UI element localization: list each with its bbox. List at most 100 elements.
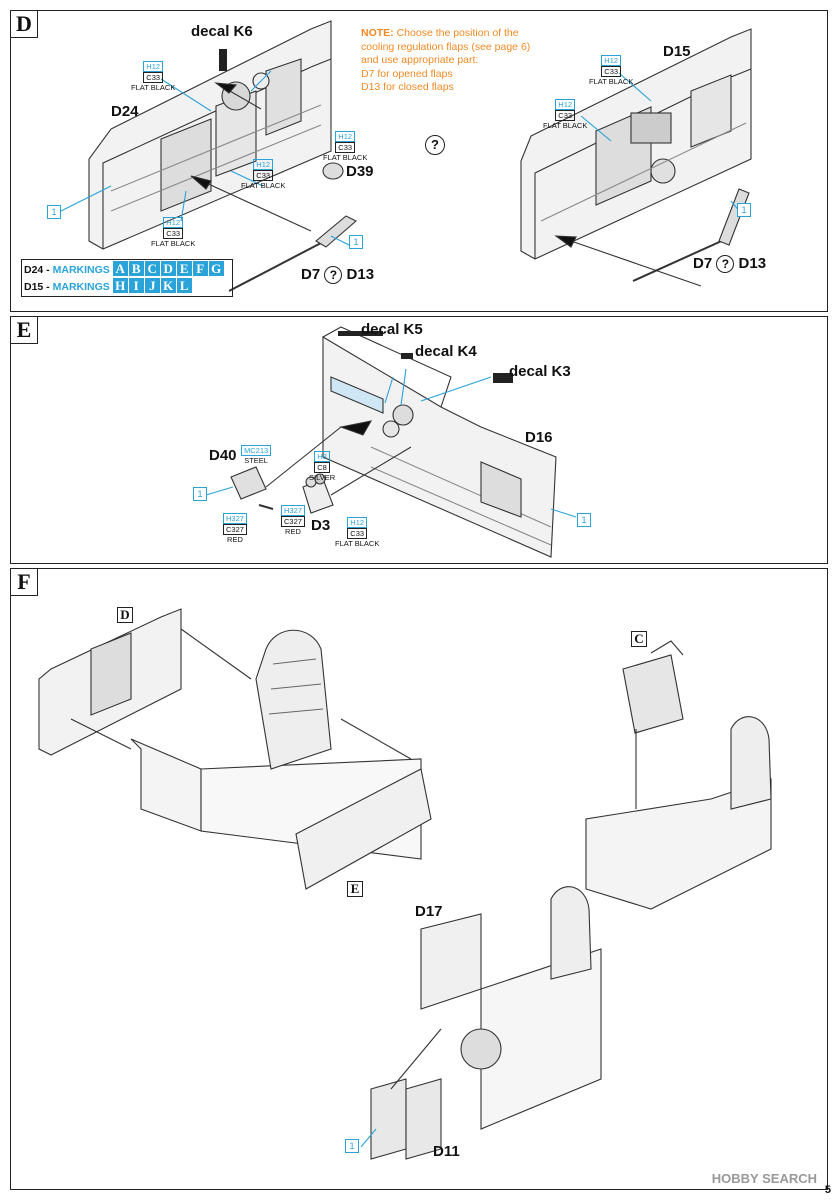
quantity-badge: 1 [737,203,751,217]
d7-label: D7 [693,255,713,272]
marking-code: F [192,261,208,276]
paint-h-code: H12 [555,99,576,110]
marking-code: L [176,278,192,293]
d7-label: D7 [301,266,321,283]
paint-name: FLAT BLACK [131,83,176,92]
d13-label: D13 [346,266,375,283]
step-d-illustration [60,20,752,292]
step-d-panel: D [10,10,828,312]
paint-h-code: H327 [223,513,247,524]
paint-name: SILVER [309,473,336,482]
paint-h-code: H12 [347,517,368,528]
paint-c-code: C327 [223,524,247,535]
note-line: D13 for closed flaps [361,81,454,93]
paint-c-code: C33 [163,228,184,239]
paint-h-code: MC213 [241,445,272,456]
markings-table [21,259,233,297]
d40-label: D40 [209,447,237,464]
step-d-badge: D [11,11,38,38]
paint-name: FLAT BLACK [151,239,196,248]
paint-c-code: C8 [314,462,330,473]
paint-h-code: H12 [143,61,164,72]
paint-h-code: H12 [601,55,622,66]
note-line: Choose the position of the [393,27,519,39]
paint-c-code: C33 [253,170,274,181]
paint-name: RED [227,535,243,544]
note-line: cooling regulation flaps (see page 6) [361,40,531,53]
cooling-flaps-note: NOTE: Choose the position of the cooling… [361,27,530,95]
marking-code: I [128,278,144,293]
step-e-panel: E [10,316,828,564]
decal-k6-label: decal K6 [191,23,253,40]
paint-c-code: C33 [347,528,368,539]
markings-label: MARKINGS [52,281,110,293]
paint-h-code: H327 [281,505,305,516]
note-heading: NOTE: [361,27,394,39]
step-e-badge: E [11,317,38,344]
paint-h-code: H12 [335,131,356,142]
marking-code: G [208,261,224,276]
paint-callout: H12 C33 FLAT BLACK [151,217,195,248]
paint-callout: H12 C33 FLAT BLACK [589,55,633,86]
decal-k5-label: decal K5 [361,321,423,338]
hobby-search-watermark: HOBBY SEARCH [711,1171,817,1186]
step-f-panel: F [10,568,828,1190]
paint-name: FLAT BLACK [241,181,286,190]
marking-code: C [144,261,160,276]
d15-label: D15 [663,43,691,60]
subassembly-d-label: D [117,607,133,623]
quantity-badge: 1 [193,487,207,501]
paint-callout-red: H327 C327 RED [281,505,305,536]
option-icon: ? [324,266,343,284]
page-number: 5 [824,1184,831,1196]
paint-callout: H12 C33 FLAT BLACK [543,99,587,130]
d17-label: D17 [415,903,443,920]
paint-c-code: C33 [335,142,356,153]
marking-code: E [176,261,192,276]
d7-d13-left: D7 ? D13 [301,266,374,284]
paint-callout-steel: MC213 STEEL [241,445,272,465]
paint-name: FLAT BLACK [323,153,368,162]
paint-h-code: H12 [163,217,184,228]
paint-h-code: H8 [314,451,330,462]
d16-label: D16 [525,429,553,446]
subassembly-c-label: C [631,631,647,647]
quantity-badge: 1 [349,235,363,249]
paint-callout: H12 C33 FLAT BLACK [323,131,367,162]
question-icon: ? [425,135,445,155]
markings-label: MARKINGS [52,264,110,276]
marking-code: J [144,278,160,293]
d39-label: D39 [346,163,374,180]
d3-label: D3 [311,517,331,534]
quantity-badge: 1 [47,205,61,219]
paint-name: RED [285,527,301,536]
markings-part: D15 - [24,281,50,293]
paint-name: STEEL [244,456,268,465]
step-e-illustration [205,326,577,558]
d24-label: D24 [111,103,139,120]
option-icon: ? [716,255,735,273]
paint-h-code: H12 [253,159,274,170]
decal-k3-label: decal K3 [509,363,571,380]
decal-k4-label: decal K4 [415,343,477,360]
paint-callout: H12 C33 FLAT BLACK [131,61,175,92]
paint-callout: H12 C33 FLAT BLACK [241,159,285,190]
paint-c-code: C33 [143,72,164,83]
paint-name: FLAT BLACK [543,121,588,130]
note-line: and use appropriate part: [361,54,479,66]
marking-code: B [128,261,144,276]
paint-callout-silver: H8 C8 SILVER [309,451,335,482]
paint-name: FLAT BLACK [335,539,380,548]
paint-name: FLAT BLACK [589,77,634,86]
d7-d13-right: D7 ? D13 [693,255,766,273]
subassembly-e-label: E [347,881,363,897]
step-f-illustration [38,608,772,1160]
note-line: D7 for opened flaps [361,67,453,80]
paint-c-code: C327 [281,516,305,527]
paint-callout-red: H327 C327 RED [223,513,247,544]
quantity-badge: 1 [577,513,591,527]
marking-code: A [112,261,128,276]
d13-label: D13 [738,255,767,272]
